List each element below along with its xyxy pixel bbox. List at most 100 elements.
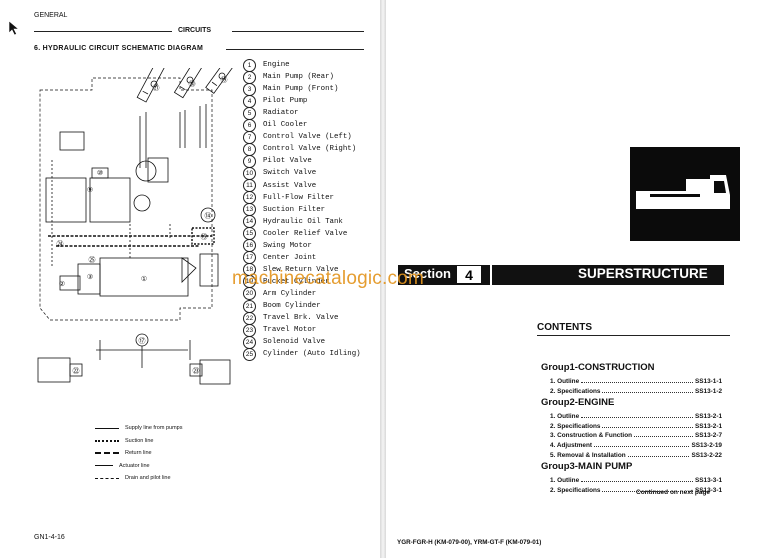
toc-leader-dots: [581, 481, 693, 483]
legend-number: 12: [243, 191, 256, 205]
toc-entry-label: 1. Outline: [550, 477, 580, 485]
schematic-label-22: ㉒: [73, 367, 80, 375]
continued-note: Continued on next page: [636, 489, 711, 496]
toc-entry: 2. Specifications SS13-1-2: [550, 385, 722, 395]
legend-label: Control Valve (Left): [263, 133, 352, 142]
toc-entry-label: 1. Outline: [550, 413, 580, 421]
toc-entry-label: 2. Specifications: [550, 422, 601, 430]
legend-number: 17: [243, 251, 256, 265]
toc-entry-label: 1. Outline: [550, 378, 580, 385]
toc-entry-label: 2. Specifications: [550, 486, 601, 494]
contents-rule: [537, 335, 730, 336]
line-key-row: Supply line from pumps: [95, 424, 182, 432]
legend-label: Cooler Relief Valve: [263, 229, 348, 238]
toc-leader-dots: [602, 490, 693, 492]
schematic-label-3: ③: [87, 273, 93, 281]
section-title-bar: [492, 265, 724, 285]
schematic-label-24: ㉔: [57, 240, 64, 248]
schematic-label-14: ⑭: [205, 212, 212, 220]
schematic-label-23: ㉓: [193, 367, 200, 375]
legend-label: Solenoid Valve: [263, 338, 326, 347]
legend-label: Boom Cylinder: [263, 302, 321, 310]
schematic-label-19: ⑲: [221, 76, 228, 84]
legend-label: Oil Cooler: [263, 121, 308, 130]
legend-label: Suction Filter: [263, 205, 326, 214]
schematic-label-15: ⑮: [201, 233, 208, 241]
schematic-label-9: ⑨: [87, 186, 93, 194]
model-footer: YGR-FGR-H (KM-079-00), YRM-GT-F (KM-079-…: [397, 539, 542, 546]
toc-leader-dots: [634, 436, 693, 438]
line-key-label: Return line: [125, 450, 152, 456]
schematic-label-1: ①: [141, 275, 147, 283]
legend-label: Assist Valve: [263, 181, 317, 190]
legend-item: 17 Center Joint: [243, 251, 317, 265]
legend-item: 23 Travel Motor: [243, 323, 317, 337]
legend-number: 5: [243, 106, 256, 120]
legend-item: 6 Oil Cooler: [243, 118, 308, 132]
legend-number: 3: [243, 82, 256, 96]
line-key-label: Drain and pilot line: [125, 475, 171, 481]
legend-label: Bucket Cylinder: [263, 277, 330, 286]
line-sample: [95, 439, 119, 442]
header-circuits: CIRCUITS: [178, 27, 212, 34]
section-title: 6. HYDRAULIC CIRCUIT SCHEMATIC DIAGRAM: [34, 45, 204, 52]
legend-number: 10: [243, 166, 256, 180]
toc-leader-dots: [594, 446, 690, 447]
toc-entry-label: 2. Specifications: [550, 387, 601, 395]
legend-label: Pilot Pump: [263, 97, 308, 106]
toc-group-heading: Group3-MAIN PUMP: [541, 461, 633, 473]
legend-item: 15 Cooler Relief Valve: [243, 227, 348, 241]
contents-heading: CONTENTS: [537, 322, 592, 333]
line-key-row: Suction line: [95, 437, 153, 445]
legend-number: 6: [243, 118, 256, 132]
mouse-pointer-icon: [8, 20, 20, 36]
legend-label: Travel Motor: [263, 326, 317, 335]
legend-label: Center Joint: [263, 253, 317, 262]
toc-entry-page: SS13-1-1: [695, 378, 722, 385]
legend-number: 23: [243, 323, 256, 337]
legend-label: Main Pump (Rear): [263, 73, 334, 82]
legend-number: 24: [243, 335, 256, 349]
toc-leader-dots: [602, 426, 693, 428]
toc-leader-dots: [602, 391, 693, 393]
toc-entry-page: SS13-3-1: [695, 486, 722, 494]
toc-entry: 2. Specifications SS13-3-1: [550, 484, 722, 494]
toc-entry-label: 3. Construction & Function: [550, 432, 633, 440]
toc-entry-page: SS13-1-2: [695, 387, 722, 395]
legend-label: Arm Cylinder: [263, 289, 317, 298]
toc-entry-page: SS13-3-1: [695, 477, 722, 485]
legend-number: 13: [243, 203, 256, 217]
line-sample: [95, 452, 119, 454]
line-key-label: Actuator line: [119, 462, 150, 469]
watermark: machinecatalogic.com: [232, 268, 424, 289]
toc-entry-page: SS13-2-22: [691, 451, 722, 459]
legend-number: 25: [243, 347, 256, 361]
legend-number: 14: [243, 215, 256, 229]
legend-label: Control Valve (Right): [263, 145, 357, 154]
legend-number: 15: [243, 227, 256, 241]
legend-label: Engine: [263, 61, 290, 69]
section-number: 4: [457, 266, 481, 283]
schematic-label-17: ⑰: [139, 337, 146, 345]
schematic-label-10: ⑩: [97, 169, 103, 177]
legend-label: Full-Flow Filter: [263, 193, 334, 202]
toc-group-heading: Group1-CONSTRUCTION: [541, 362, 655, 373]
book-gutter: [380, 0, 386, 558]
toc-entry: 1. Outline SS13-3-1: [550, 474, 722, 484]
toc-leader-dots: [581, 382, 693, 383]
legend-label: Main Pump (Front): [263, 85, 339, 94]
legend-item: 24 Solenoid Valve: [243, 335, 326, 349]
toc-entry-page: SS13-2-7: [695, 432, 722, 440]
legend-number: 22: [243, 311, 256, 325]
